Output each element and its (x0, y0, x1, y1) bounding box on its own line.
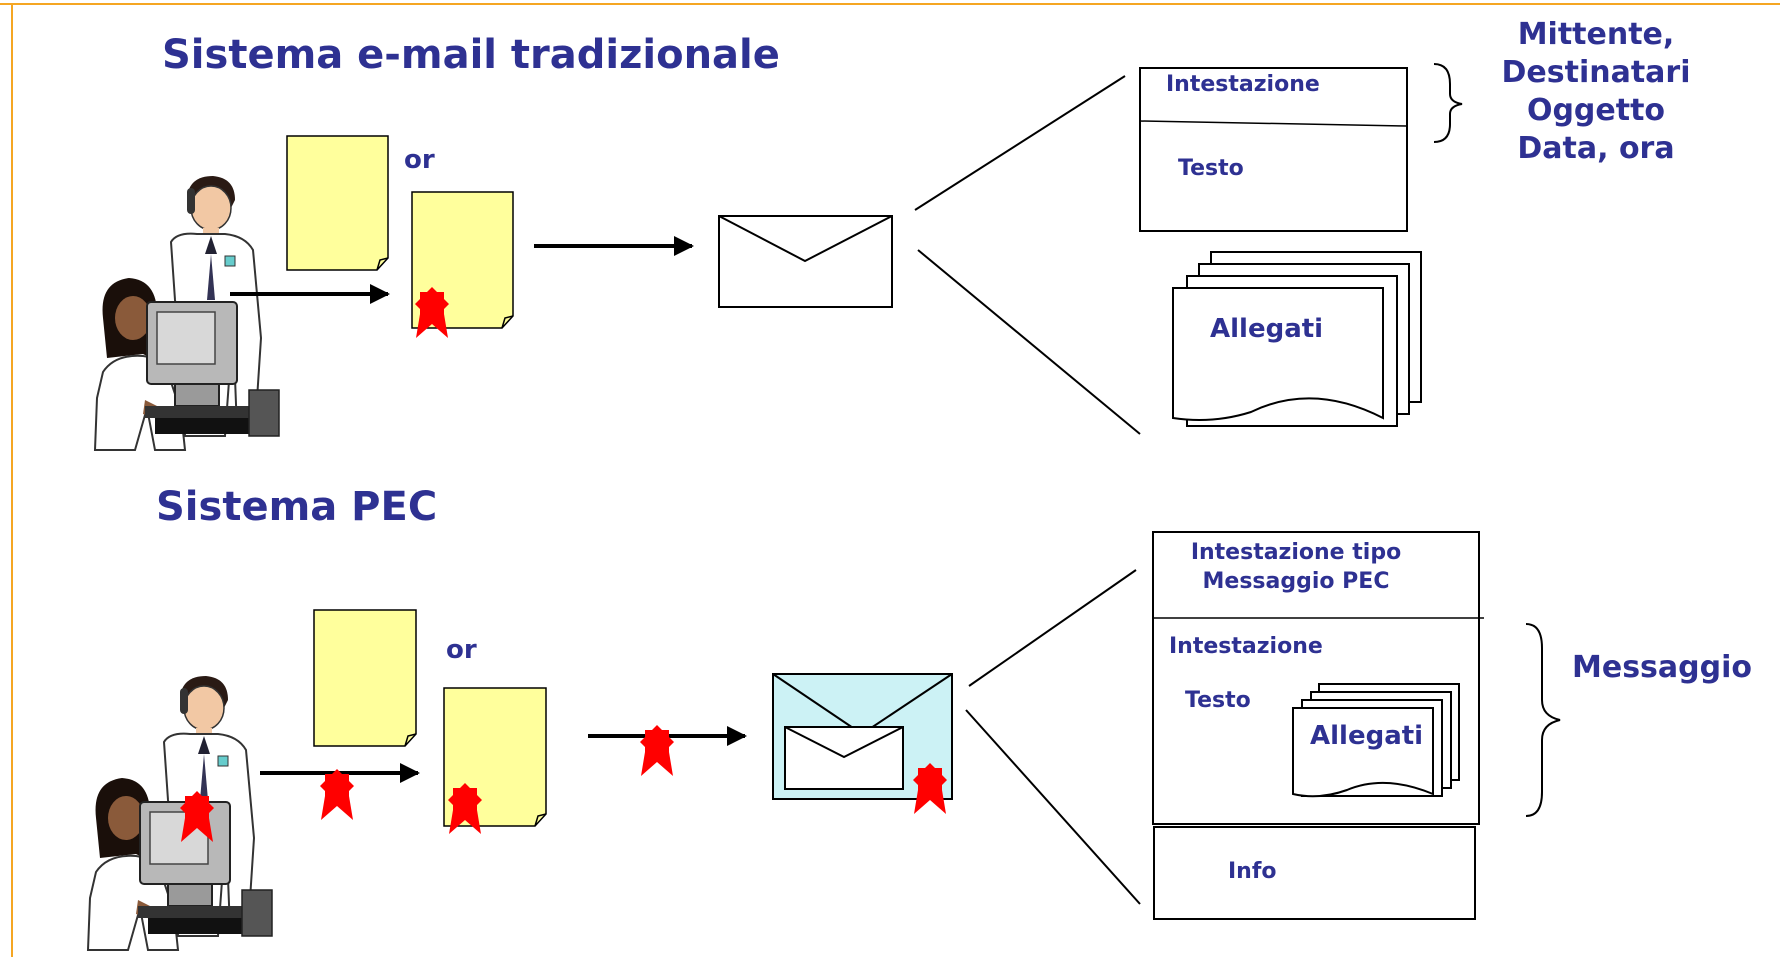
expansion-line-bottom (965, 709, 1141, 905)
document-icon (313, 609, 417, 747)
pec-or-label: or (446, 635, 477, 665)
envelope-icon (718, 215, 893, 308)
office-workers-icon (94, 175, 280, 451)
right-brace-icon (1433, 63, 1463, 143)
document-icon (286, 135, 389, 271)
info-label: Info (1228, 859, 1277, 884)
header-field: Destinatari (1502, 55, 1691, 90)
office-workers-icon (87, 675, 273, 951)
header-field: Mittente, (1518, 17, 1675, 52)
pec-title: Sistema PEC (156, 484, 437, 530)
seal-icon (640, 725, 674, 776)
seal-icon (320, 769, 354, 820)
pec-header-line: Messaggio PEC (1203, 569, 1390, 594)
pec-body-label: Testo (1185, 688, 1251, 713)
pec-header-line: Intestazione tipo (1191, 540, 1401, 565)
traditional-header-label: Intestazione (1166, 72, 1320, 97)
message-label: Messaggio (1572, 650, 1752, 685)
seal-icon (415, 287, 449, 338)
expansion-line-top (968, 569, 1137, 687)
traditional-title: Sistema e-mail tradizionale (162, 32, 780, 78)
pec-envelope-icon (772, 673, 953, 800)
pec-header-label: Intestazione (1169, 634, 1323, 659)
traditional-body-label: Testo (1178, 156, 1244, 181)
pec-attachments-label: Allegati (1310, 721, 1423, 751)
header-fields-list: Mittente, Destinatari Oggetto Data, ora (1502, 17, 1691, 166)
traditional-attachments-label: Allegati (1210, 314, 1323, 344)
message-structure-box (1139, 67, 1408, 232)
traditional-or-label: or (404, 145, 435, 175)
seal-icon (913, 763, 947, 814)
info-box (1153, 826, 1476, 920)
right-brace-icon (1525, 623, 1561, 817)
header-field: Data, ora (1517, 131, 1674, 166)
expansion-line-top (914, 75, 1126, 211)
header-field: Oggetto (1527, 93, 1665, 128)
expansion-line-bottom (917, 249, 1141, 435)
